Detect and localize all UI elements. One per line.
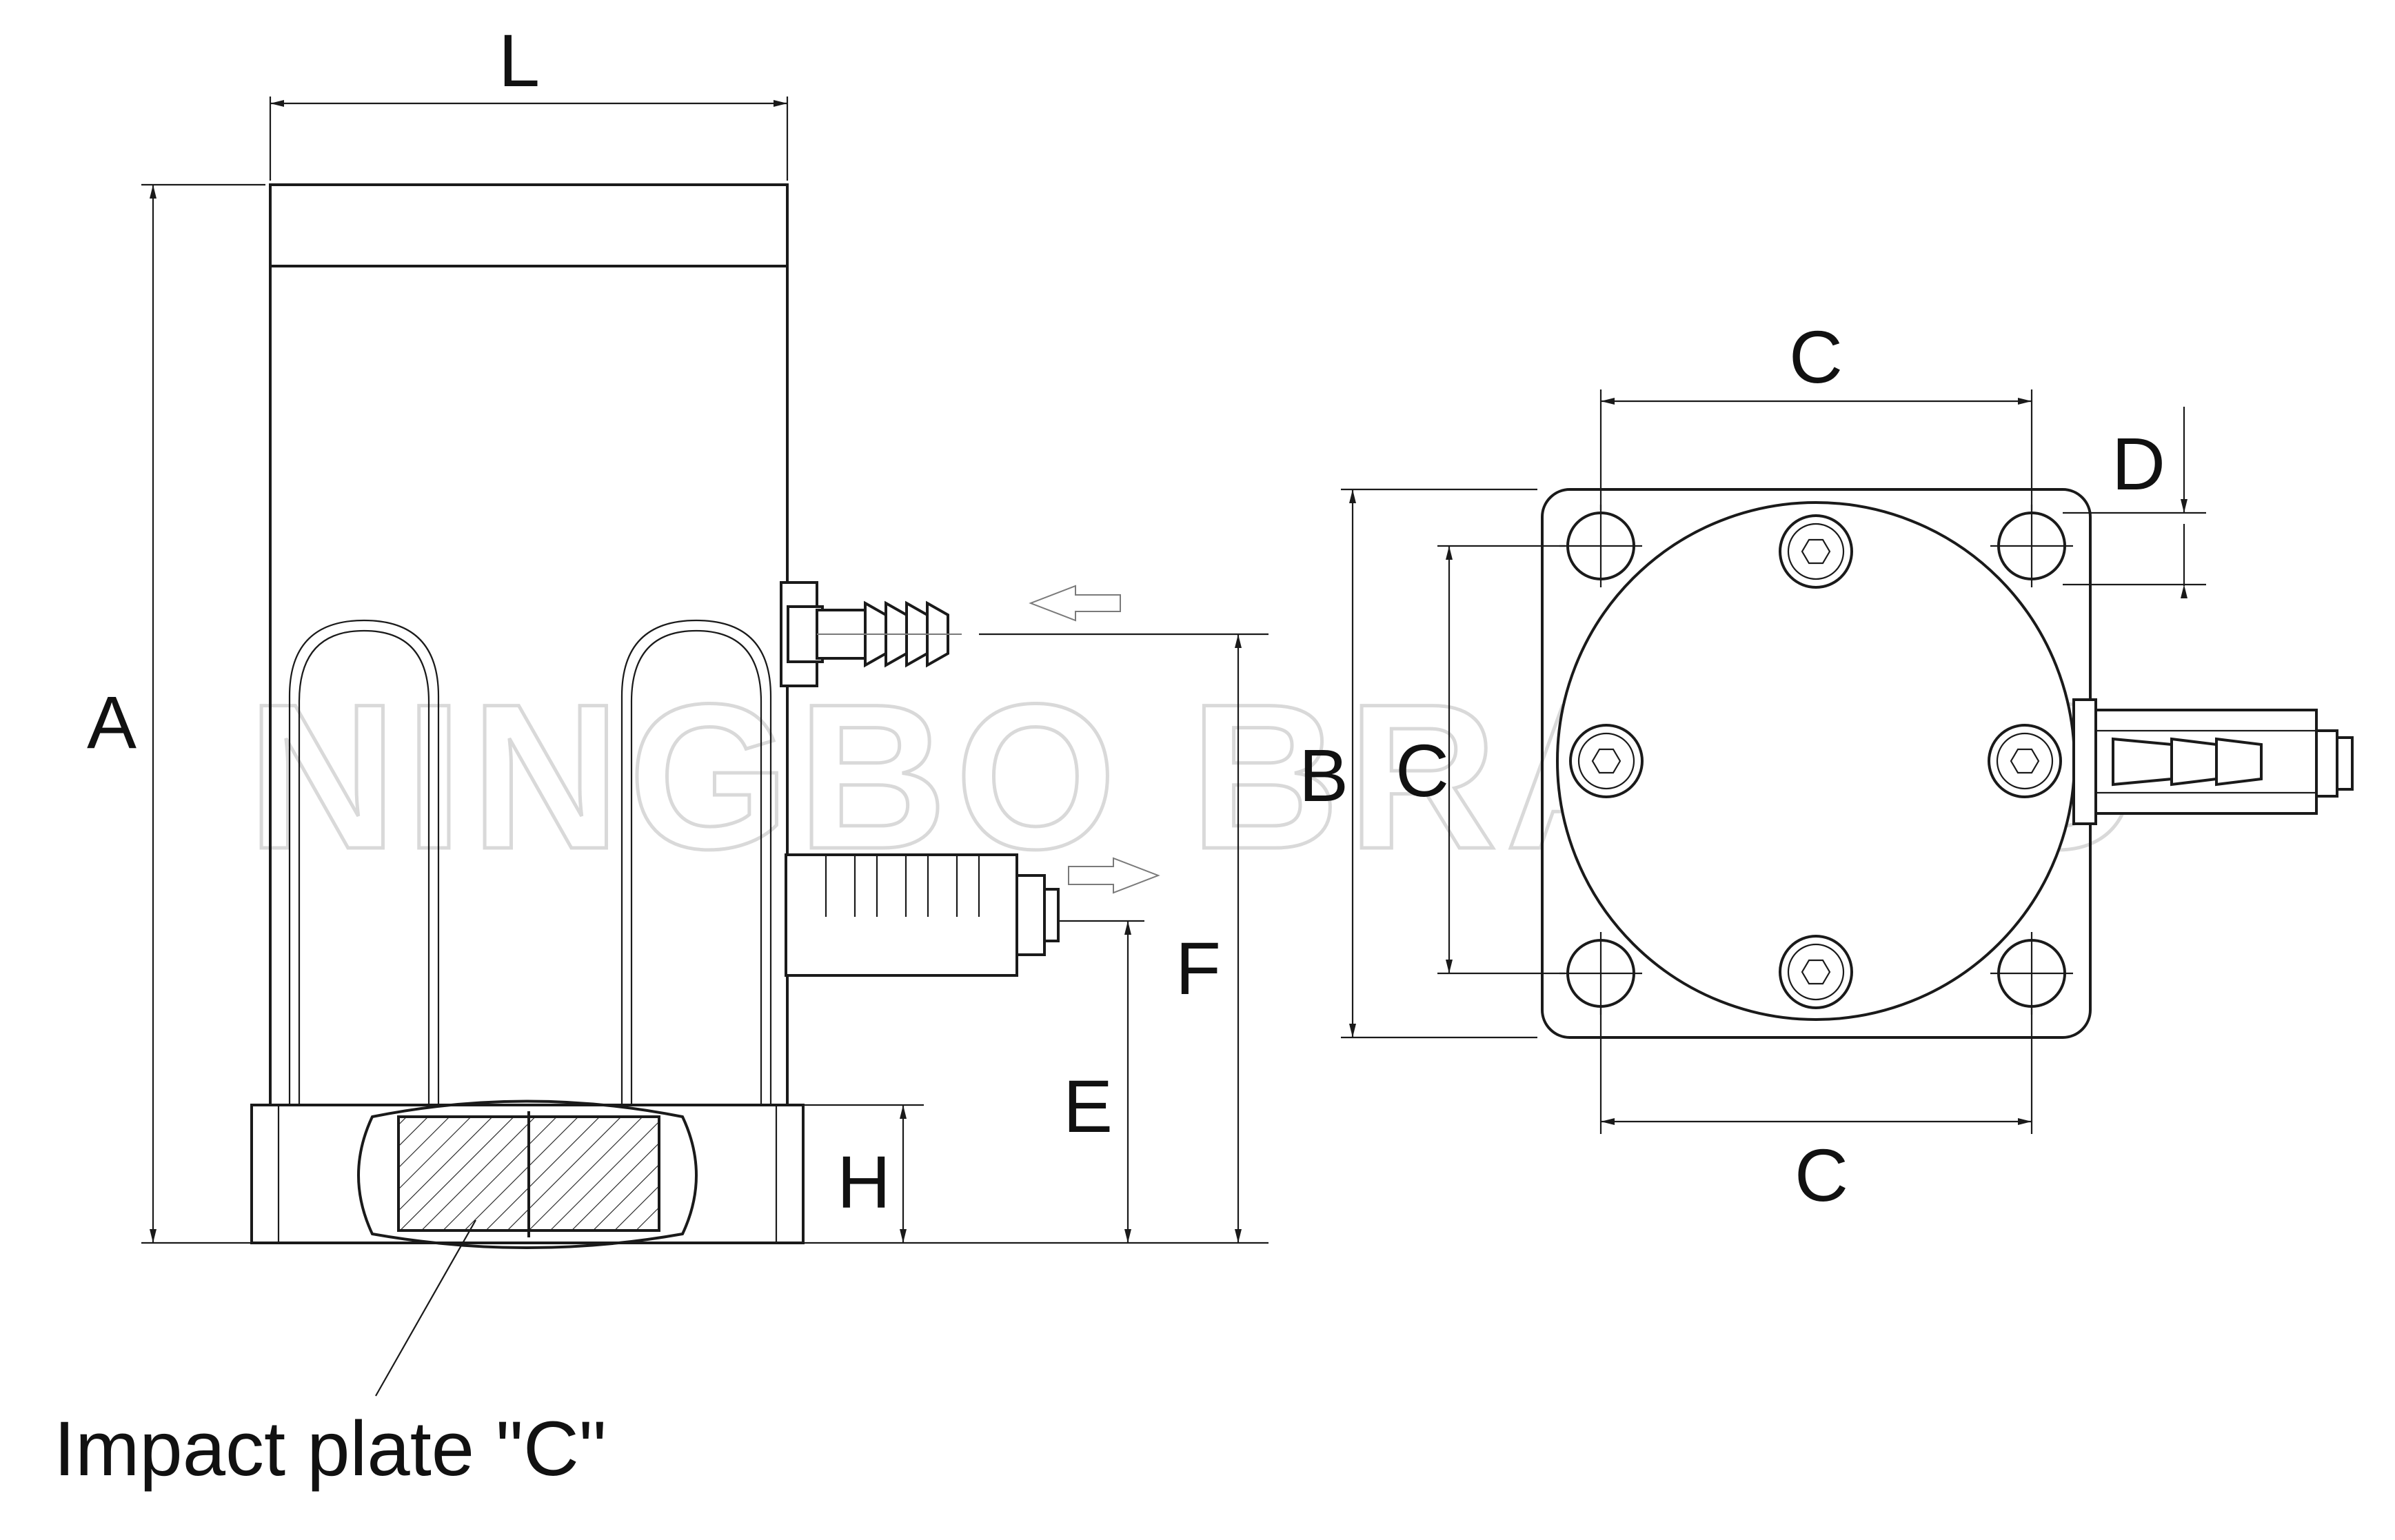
top-view-fitting (2072, 698, 2354, 825)
callout-leader (375, 1219, 476, 1397)
top-view: C C B C D (1299, 315, 2354, 1217)
vibrator-body (269, 183, 789, 1106)
dim-label-A: A (87, 680, 137, 764)
hex-screw-right-icon (1988, 724, 2062, 798)
inner-channel-right (620, 619, 772, 1105)
hex-screw-top-icon (1779, 514, 1853, 589)
air-in-arrow-icon (1029, 585, 1121, 622)
dim-label-C-left: C (1395, 729, 1449, 812)
side-view: L A F E H Impact plate "C" (54, 19, 1269, 1492)
mounting-hole-br (1990, 932, 2073, 1015)
dim-label-E: E (1063, 1064, 1113, 1148)
dim-label-H: H (837, 1140, 891, 1224)
impact-plate-section (357, 1100, 698, 1249)
air-outlet-muffler (785, 853, 1060, 977)
dim-label-F: F (1175, 926, 1221, 1010)
dim-label-C-bottom: C (1795, 1133, 1848, 1217)
mounting-hole-tr (1990, 505, 2073, 587)
air-out-arrow-icon (1068, 857, 1160, 894)
air-inlet-fitting (780, 581, 962, 687)
hex-screw-left-icon (1569, 724, 1644, 798)
dim-label-C-top: C (1789, 315, 1843, 398)
hex-screw-bottom-icon (1779, 935, 1853, 1009)
dim-label-L: L (498, 19, 540, 102)
inner-channel-left (288, 619, 440, 1105)
callout-impact-plate: Impact plate "C" (54, 1406, 607, 1492)
dim-label-D: D (2112, 422, 2165, 505)
dim-label-B: B (1299, 733, 1348, 817)
mounting-hole-tl (1559, 505, 1642, 587)
mounting-hole-bl (1559, 932, 1642, 1015)
